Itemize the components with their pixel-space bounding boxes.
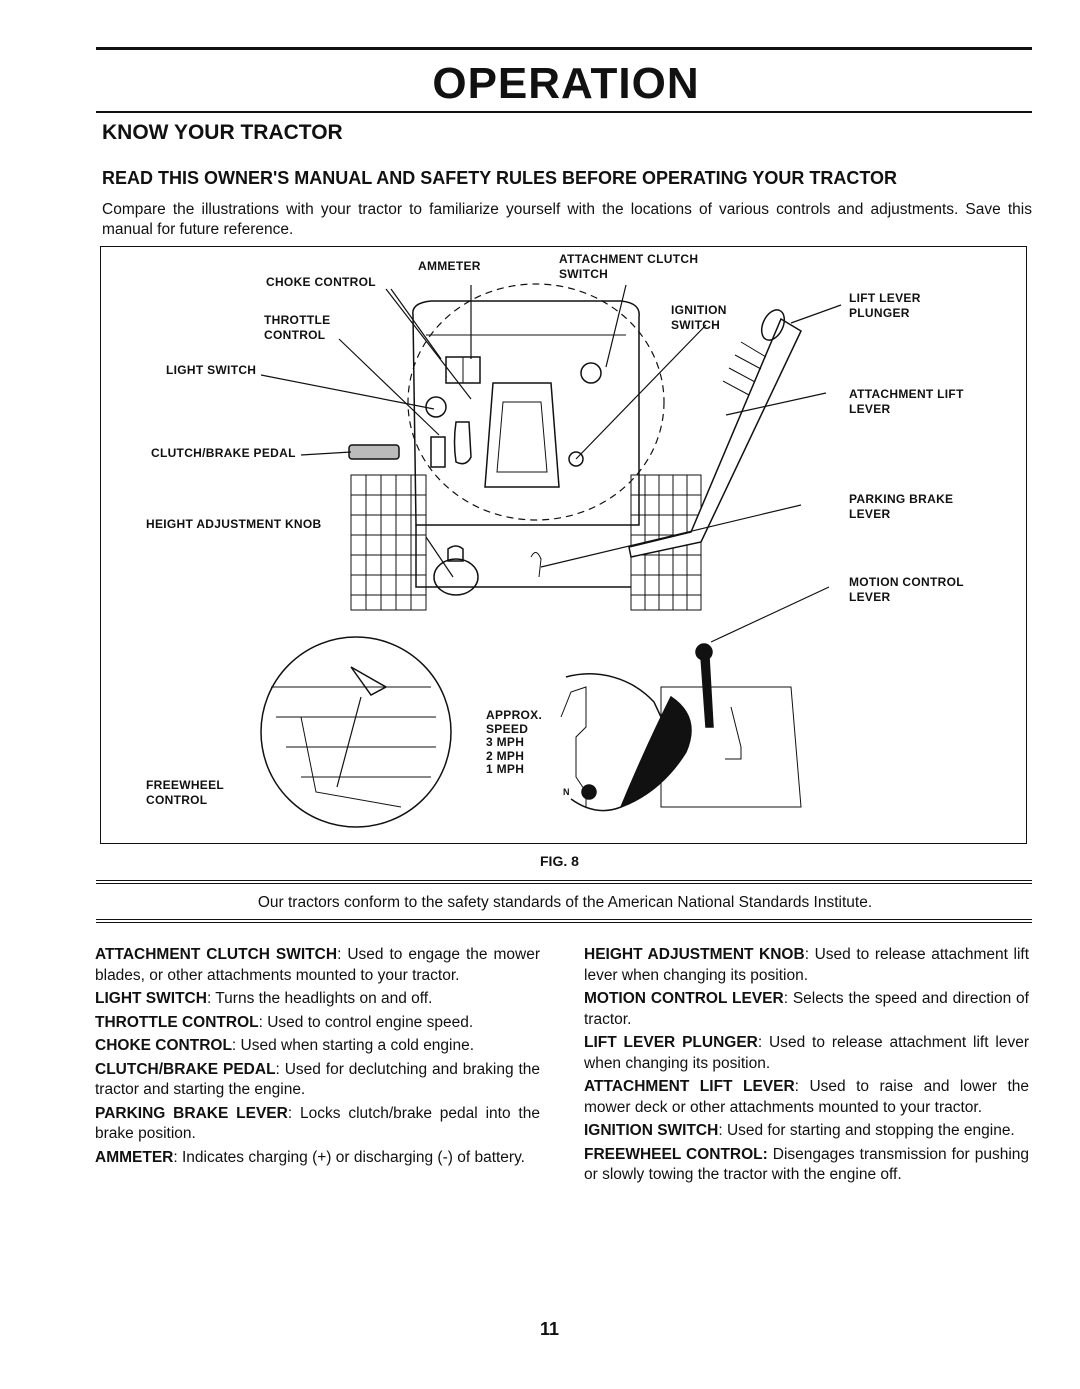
label-choke-control: CHOKE CONTROL bbox=[266, 275, 376, 289]
label-attachment-lift-lever: ATTACHMENT LIFT LEVER bbox=[849, 387, 964, 416]
definition-item: HEIGHT ADJUSTMENT KNOB: Used to release … bbox=[584, 946, 1029, 984]
definition-item: THROTTLE CONTROL: Used to control engine… bbox=[95, 1013, 474, 1031]
label-lift-lever-plunger: LIFT LEVER PLUNGER bbox=[849, 291, 921, 320]
label-parking-brake-lever: PARKING BRAKE LEVER bbox=[849, 492, 954, 521]
tractor-controls-figure: AMMETER ATTACHMENT CLUTCH SWITCH CHOKE C… bbox=[100, 246, 1027, 844]
standards-note: Our tractors conform to the safety stand… bbox=[257, 894, 873, 911]
conform-top-rule bbox=[96, 880, 1032, 881]
definition-item: CLUTCH/BRAKE PEDAL: Used for declutching… bbox=[95, 1060, 541, 1099]
definition-item: ATTACHMENT LIFT LEVER: Used to raise and… bbox=[584, 1078, 1029, 1116]
definition-item: CHOKE CONTROL: Used when starting a cold… bbox=[95, 1037, 475, 1054]
left-grille bbox=[350, 474, 427, 611]
intro-paragraph: Compare the illustrations with your trac… bbox=[102, 201, 1032, 238]
definitions-right-column: HEIGHT ADJUSTMENT KNOB: Used to release … bbox=[584, 945, 1029, 1189]
label-ignition-switch: IGNITION SWITCH bbox=[671, 303, 727, 332]
label-motion-control-lever: MOTION CONTROL LEVER bbox=[849, 575, 964, 604]
title-rule bbox=[96, 111, 1032, 113]
label-height-adjustment-knob: HEIGHT ADJUSTMENT KNOB bbox=[146, 517, 322, 531]
label-clutch-brake-pedal: CLUTCH/BRAKE PEDAL bbox=[151, 446, 296, 460]
figure-caption: FIG. 8 bbox=[540, 853, 579, 869]
definition-item: FREEWHEEL CONTROL: Disengages transmissi… bbox=[584, 1145, 1030, 1184]
tractor-illustration bbox=[260, 283, 842, 828]
definition-item: PARKING BRAKE LEVER: Locks clutch/brake … bbox=[95, 1104, 540, 1143]
label-approx-speed: APPROX. SPEED 3 MPH 2 MPH 1 MPH bbox=[486, 708, 543, 776]
definition-item: MOTION CONTROL LEVER: Selects the speed … bbox=[584, 990, 1029, 1028]
label-attachment-clutch-switch: ATTACHMENT CLUTCH SWITCH bbox=[559, 252, 699, 281]
label-freewheel-control: FREEWHEEL CONTROL bbox=[146, 778, 225, 807]
definition-item: IGNITION SWITCH: Used for starting and s… bbox=[584, 1122, 1015, 1139]
lift-lever-shape bbox=[628, 317, 802, 558]
dashboard-outline bbox=[412, 300, 640, 526]
page-title: OPERATION bbox=[432, 59, 700, 108]
label-light-switch: LIGHT SWITCH bbox=[166, 363, 257, 377]
definitions-left-column: ATTACHMENT CLUTCH SWITCH: Used to engage… bbox=[95, 945, 540, 1171]
definition-item: LIGHT SWITCH: Turns the headlights on an… bbox=[95, 990, 433, 1007]
conform-top-rule-2 bbox=[96, 883, 1032, 884]
subsection-heading: READ THIS OWNER'S MANUAL AND SAFETY RULE… bbox=[102, 168, 897, 188]
definition-item: AMMETER: Indicates charging (+) or disch… bbox=[95, 1148, 525, 1166]
leader-lines bbox=[260, 284, 842, 788]
page-number: 11 bbox=[540, 1319, 560, 1339]
definition-item: ATTACHMENT CLUTCH SWITCH: Used to engage… bbox=[95, 946, 540, 984]
conform-bottom-rule bbox=[96, 919, 1032, 920]
section-heading: KNOW YOUR TRACTOR bbox=[102, 121, 343, 144]
top-rule bbox=[96, 47, 1032, 50]
label-throttle-control: THROTTLE CONTROL bbox=[264, 313, 331, 342]
label-neutral: N bbox=[563, 787, 570, 797]
label-ammeter: AMMETER bbox=[418, 259, 481, 273]
conform-bottom-rule-2 bbox=[96, 922, 1032, 923]
definition-item: LIFT LEVER PLUNGER: Used to release atta… bbox=[584, 1034, 1029, 1072]
